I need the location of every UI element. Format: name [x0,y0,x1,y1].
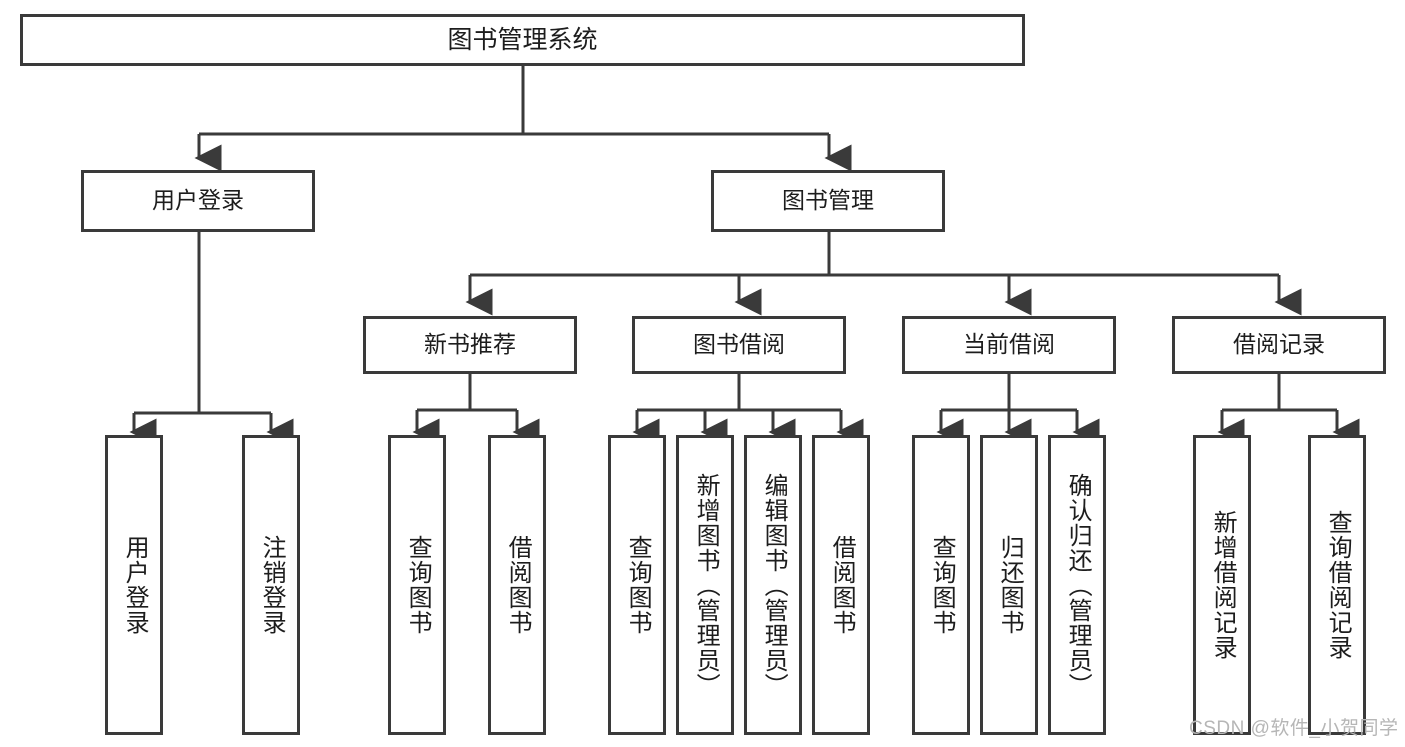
node-label: 查询图书 [624,535,652,635]
leaf-inner: 注销登录 [245,438,297,732]
node-label: 编辑图书（管理员） [760,472,788,698]
leaf-inner: 借阅图书 [815,438,867,732]
leaf-inner: 查询借阅记录 [1311,438,1363,732]
leaf-inner: 编辑图书（管理员） [747,438,799,732]
leaf-user-login[interactable]: 用户登录 [105,435,163,735]
leaf-logout[interactable]: 注销登录 [242,435,300,735]
node-label: 图书管理 [782,187,874,214]
leaf-query-book-borrow[interactable]: 查询图书 [608,435,666,735]
leaf-inner: 借阅图书 [491,438,543,732]
node-label: 查询图书 [404,535,432,635]
node-root-system[interactable]: 图书管理系统 [20,14,1025,66]
leaf-add-borrow-record[interactable]: 新增借阅记录 [1193,435,1251,735]
node-label: 注销登录 [258,535,286,635]
leaf-inner: 新增图书（管理员） [679,438,731,732]
node-label: 确认归还（管理员） [1064,472,1092,698]
node-label: 用户登录 [121,535,149,635]
node-label: 新书推荐 [424,331,516,358]
leaf-inner: 新增借阅记录 [1196,438,1248,732]
node-label: 借阅记录 [1233,331,1325,358]
node-user-login[interactable]: 用户登录 [81,170,315,232]
leaf-borrow-book[interactable]: 借阅图书 [812,435,870,735]
leaf-confirm-return-admin[interactable]: 确认归还（管理员） [1048,435,1106,735]
leaf-return-book[interactable]: 归还图书 [980,435,1038,735]
node-label: 图书借阅 [693,331,785,358]
node-book-borrow[interactable]: 图书借阅 [632,316,846,374]
leaf-query-borrow-record[interactable]: 查询借阅记录 [1308,435,1366,735]
node-current-borrow[interactable]: 当前借阅 [902,316,1116,374]
leaf-inner: 查询图书 [611,438,663,732]
watermark-text: CSDN @软件_小贺同学 [1189,718,1399,739]
leaf-inner: 确认归还（管理员） [1051,438,1103,732]
node-borrow-record[interactable]: 借阅记录 [1172,316,1386,374]
leaf-inner: 查询图书 [915,438,967,732]
node-label: 借阅图书 [828,535,856,635]
node-label: 图书管理系统 [447,26,598,54]
leaf-query-book-recommend[interactable]: 查询图书 [388,435,446,735]
leaf-query-book-current[interactable]: 查询图书 [912,435,970,735]
leaf-edit-book-admin[interactable]: 编辑图书（管理员） [744,435,802,735]
node-label: 查询借阅记录 [1324,510,1352,660]
node-label: 用户登录 [152,187,244,214]
node-label: 当前借阅 [963,331,1055,358]
node-label: 查询图书 [928,535,956,635]
leaf-inner: 归还图书 [983,438,1035,732]
node-label: 新增借阅记录 [1209,510,1237,660]
node-new-book-recommend[interactable]: 新书推荐 [363,316,577,374]
leaf-inner: 用户登录 [108,438,160,732]
node-label: 新增图书（管理员） [692,472,720,698]
leaf-borrow-book-recommend[interactable]: 借阅图书 [488,435,546,735]
node-label: 归还图书 [996,535,1024,635]
node-book-management[interactable]: 图书管理 [711,170,945,232]
node-label: 借阅图书 [504,535,532,635]
leaf-inner: 查询图书 [391,438,443,732]
leaf-add-book-admin[interactable]: 新增图书（管理员） [676,435,734,735]
